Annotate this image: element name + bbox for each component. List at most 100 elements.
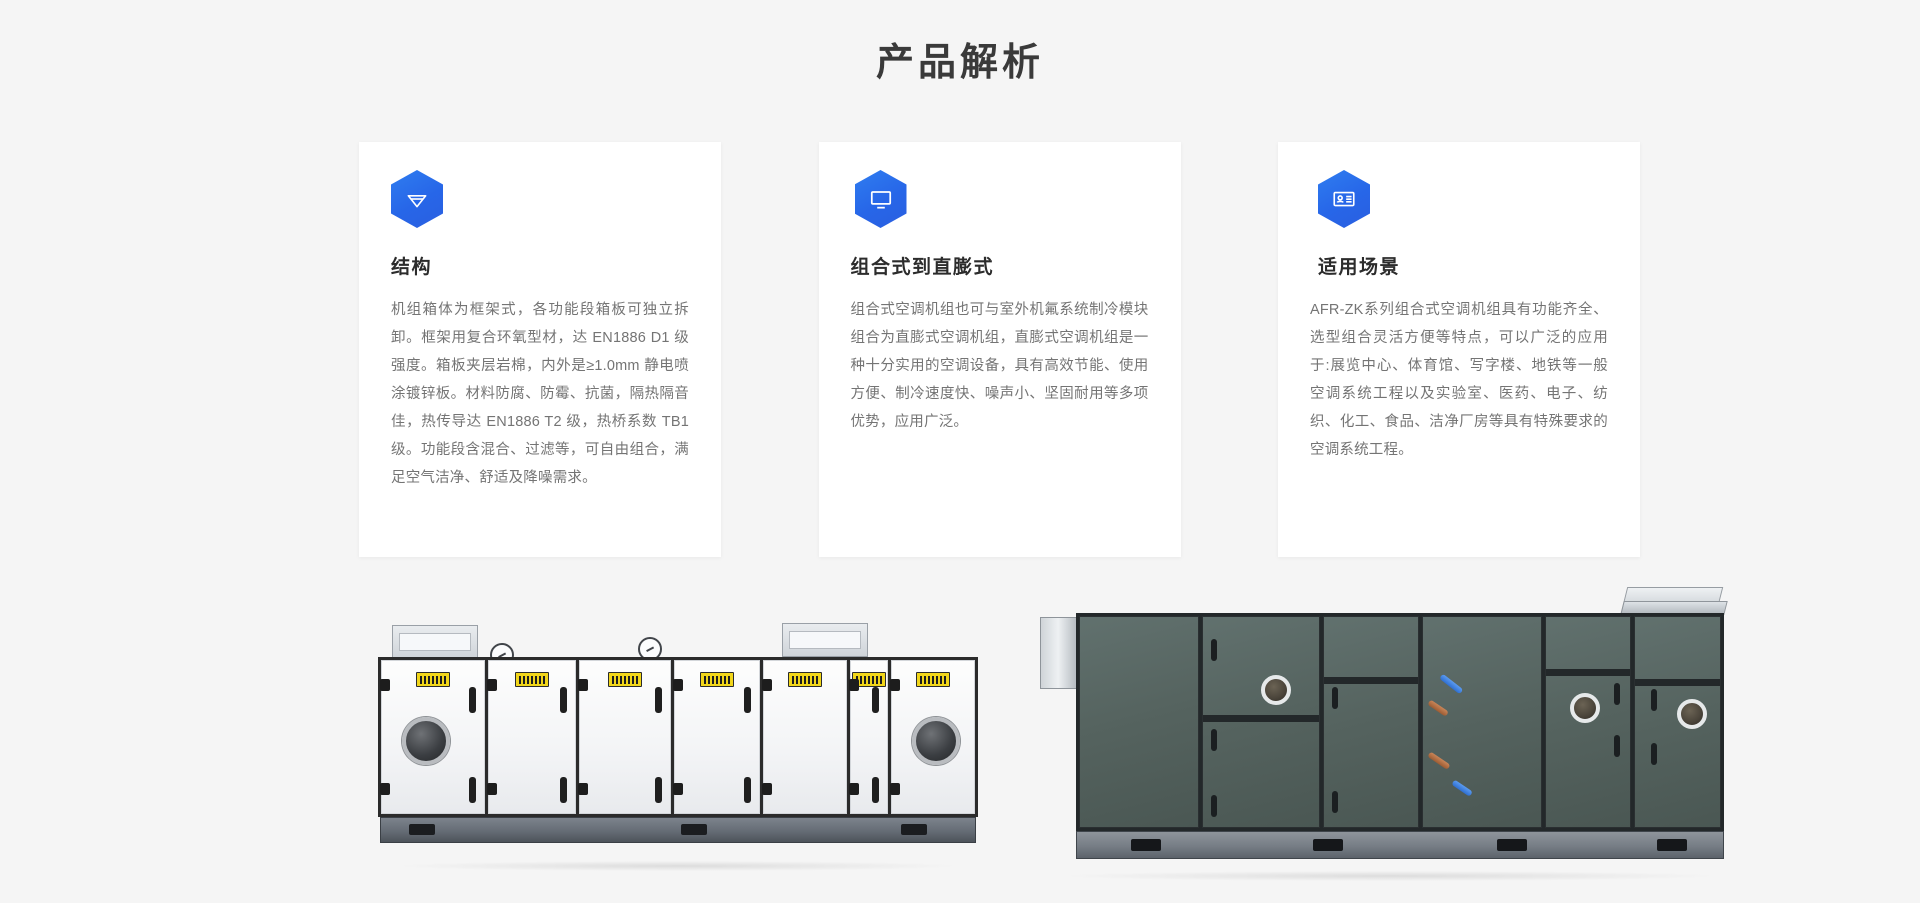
product-images-row xyxy=(0,575,1920,895)
warning-label xyxy=(608,672,642,687)
hinge xyxy=(487,679,497,691)
hinge xyxy=(890,783,900,795)
hinge xyxy=(849,679,859,691)
unit-panel xyxy=(1422,616,1542,828)
base-slot xyxy=(1497,839,1527,851)
base-slot xyxy=(1313,839,1343,851)
door-handle xyxy=(872,687,879,713)
inspection-window xyxy=(402,717,450,765)
unit-panel xyxy=(380,660,485,814)
door-handle xyxy=(744,687,751,713)
hinge xyxy=(487,783,497,795)
feature-card-body: 机组箱体为框架式，各功能段箱板可独立拆卸。框架用复合环氧型材，达 EN1886 … xyxy=(391,302,689,486)
feature-card-applications[interactable]: 适用场景 AFR-ZK系列组合式空调机组具有功能齐全、选型组合灵活方便等特点，可… xyxy=(1278,142,1640,557)
door-handle xyxy=(1614,735,1620,757)
feature-card-dx-conversion[interactable]: 组合式到直膨式 组合式空调机组也可与室外机氟系统制冷模块组合为直膨式空调机组，直… xyxy=(818,142,1181,557)
unit-panel xyxy=(890,660,975,814)
hinge xyxy=(890,679,900,691)
panel-divider xyxy=(1635,679,1720,686)
warning-label xyxy=(788,672,822,687)
hinge xyxy=(578,783,588,795)
door-handle xyxy=(560,777,567,803)
inspection-window xyxy=(1570,693,1600,723)
warning-label xyxy=(515,672,549,687)
unit-panel xyxy=(762,660,847,814)
hinge xyxy=(762,679,772,691)
inspection-window xyxy=(1261,675,1291,705)
unit-panel-row xyxy=(1076,613,1724,831)
door-handle xyxy=(655,777,662,803)
panel-divider xyxy=(1324,677,1418,684)
unit-panel xyxy=(1202,616,1320,828)
refrigerant-pipe xyxy=(1451,779,1473,797)
unit-base-frame xyxy=(380,817,976,843)
base-slot xyxy=(1131,839,1161,851)
hinge xyxy=(762,783,772,795)
unit-panel xyxy=(673,660,760,814)
panel-divider xyxy=(1546,669,1630,676)
page-bottom-strip xyxy=(0,903,1920,919)
door-handle xyxy=(872,777,879,803)
door-handle xyxy=(1211,639,1217,661)
unit-panel xyxy=(1323,616,1419,828)
feature-card-title: 结构 xyxy=(391,257,433,278)
panel-divider xyxy=(1203,715,1319,722)
page-title: 产品解析 xyxy=(875,42,1044,84)
door-handle xyxy=(560,687,567,713)
door-handle xyxy=(1332,687,1338,709)
hinge xyxy=(673,679,683,691)
hinge xyxy=(380,679,390,691)
feature-card-body: 组合式空调机组也可与室外机氟系统制冷模块组合为直膨式空调机组，直膨式空调机组是一… xyxy=(850,302,1149,430)
unit-panel xyxy=(849,660,888,814)
hexagon-shape xyxy=(854,170,907,228)
feature-cards-row: 结构 机组箱体为框架式，各功能段箱板可独立拆卸。框架用复合环氧型材，达 EN18… xyxy=(359,142,1640,557)
gem-glyph xyxy=(407,194,427,208)
monitor-glyph xyxy=(870,191,891,209)
warning-label xyxy=(700,672,734,687)
hinge xyxy=(673,783,683,795)
door-handle xyxy=(469,687,476,713)
door-handle xyxy=(1211,729,1217,751)
side-duct xyxy=(1040,617,1080,689)
hinge xyxy=(578,679,588,691)
roof-duct xyxy=(392,625,478,659)
hinge xyxy=(380,783,390,795)
inspection-window xyxy=(1677,699,1707,729)
unit-panel xyxy=(1079,616,1199,828)
warning-label xyxy=(416,672,450,687)
hinge xyxy=(849,783,859,795)
drop-shadow xyxy=(1068,871,1712,881)
unit-panel xyxy=(1634,616,1721,828)
unit-panel xyxy=(1545,616,1631,828)
inspection-window xyxy=(912,717,960,765)
unit-panel xyxy=(578,660,671,814)
roof-duct xyxy=(782,623,868,657)
door-handle xyxy=(1332,791,1338,813)
door-handle xyxy=(469,777,476,803)
feature-card-body: AFR-ZK系列组合式空调机组具有功能齐全、选型组合灵活方便等特点，可以广泛的应… xyxy=(1310,302,1608,458)
monitor-hexagon-icon xyxy=(854,170,907,228)
gem-hexagon-icon xyxy=(391,170,443,228)
feature-card-structure[interactable]: 结构 机组箱体为框架式，各功能段箱板可独立拆卸。框架用复合环氧型材，达 EN18… xyxy=(359,142,721,557)
door-handle xyxy=(1614,683,1620,705)
drop-shadow xyxy=(402,861,954,871)
warning-label xyxy=(916,672,950,687)
feature-card-title: 组合式到直膨式 xyxy=(850,257,995,278)
refrigerant-pipe xyxy=(1427,751,1451,770)
feature-card-title: 适用场景 xyxy=(1318,257,1401,278)
door-handle xyxy=(1651,689,1657,711)
green-air-handling-unit-image xyxy=(1040,575,1740,881)
id-card-hexagon-icon xyxy=(1318,170,1370,228)
base-slot xyxy=(901,824,927,835)
base-slot xyxy=(409,824,435,835)
base-slot xyxy=(1657,839,1687,851)
id-card-glyph xyxy=(1333,191,1355,207)
refrigerant-pipe xyxy=(1427,699,1449,717)
door-handle xyxy=(1211,795,1217,817)
unit-base-frame xyxy=(1076,831,1724,859)
unit-panel xyxy=(487,660,576,814)
white-air-handling-unit-image xyxy=(378,585,978,871)
base-slot xyxy=(681,824,707,835)
refrigerant-pipe xyxy=(1439,673,1464,695)
